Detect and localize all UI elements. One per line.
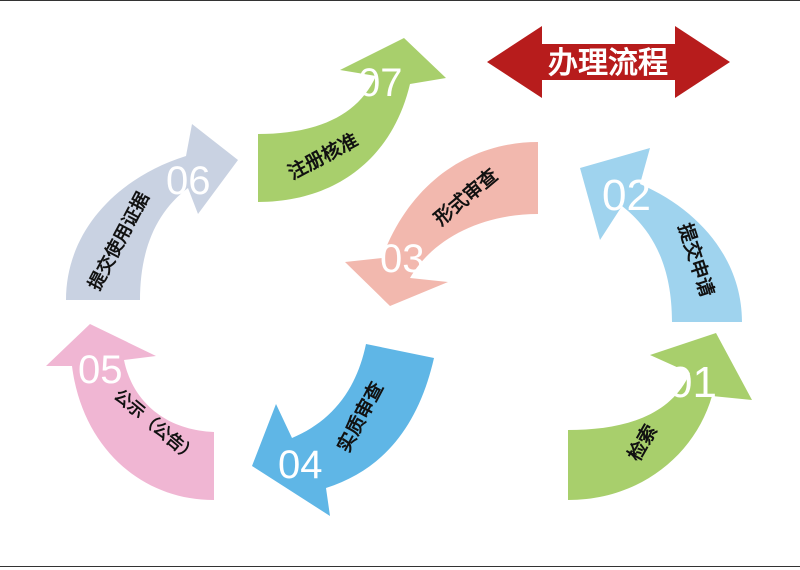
step-07-number: 07 bbox=[358, 61, 403, 105]
step-07-arrow: 07 注册核准 bbox=[258, 38, 446, 202]
step-01-arrow: 01 检索 bbox=[568, 333, 752, 500]
title-text: 办理流程 bbox=[548, 46, 668, 81]
step-05-arrow: 05 公示（公告） bbox=[46, 324, 214, 500]
step-03-number: 03 bbox=[380, 237, 425, 281]
bottom-border bbox=[0, 566, 800, 567]
top-border bbox=[0, 0, 800, 1]
step-04-arrow: 04 实质审查 bbox=[252, 344, 434, 516]
step-02-number: 02 bbox=[602, 171, 651, 220]
step-02-arrow: 02 提交申请 bbox=[580, 148, 742, 322]
step-05-number: 05 bbox=[78, 348, 123, 392]
step-06-number: 06 bbox=[166, 159, 211, 203]
step-03-arrow: 03 形式审查 bbox=[345, 142, 538, 306]
step-06-arrow: 06 提交使用证据 bbox=[66, 124, 238, 300]
title-banner: 办理流程 bbox=[487, 26, 730, 98]
step-01-number: 01 bbox=[668, 358, 717, 407]
step-04-number: 04 bbox=[278, 443, 323, 487]
